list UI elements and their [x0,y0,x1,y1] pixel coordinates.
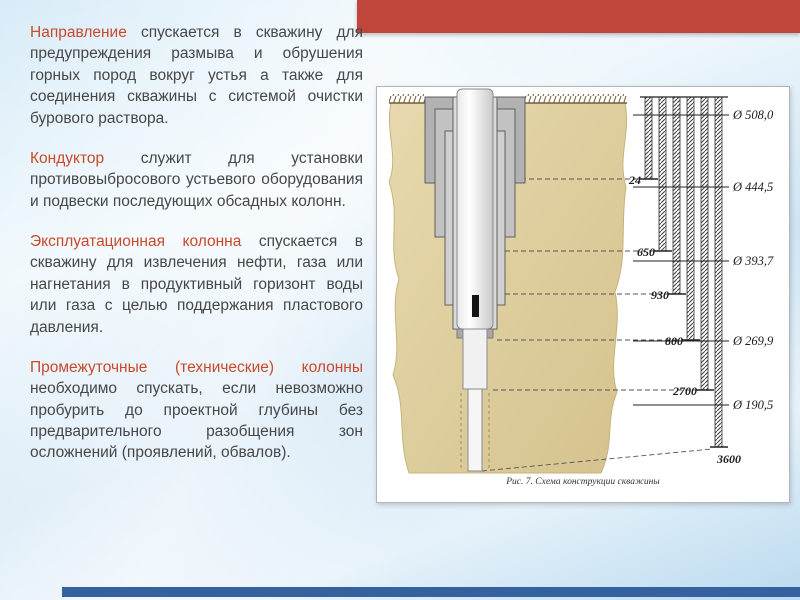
definitions-text-column: Направление спускается в скважину для пр… [30,22,363,483]
intermediate-stem [462,328,488,390]
casing-string-bars [640,96,728,448]
open-hole-walls [460,393,490,469]
production-column [456,88,494,330]
surface-hatch-left [389,94,425,103]
diameter-labels: Ø 508,0 Ø 444,5 Ø 393,7 Ø 269,9 Ø 190,5 [732,108,774,412]
figure-caption: Рис. 7. Схема конструкции скважины [506,477,660,487]
depth-label-3600: 3600 [716,452,741,466]
surface-hatch-right [525,94,627,103]
definition-konduktor: служит для установки противовыбросового … [30,149,363,210]
paragraph-konduktor: Кондуктор служит для установки противовы… [30,148,363,212]
well-construction-diagram: 24 650 930 800 2700 3600 Ø 508,0 Ø 444,5… [388,88,774,474]
depth-label-930: 930 [651,288,669,302]
casing-shoe-left [456,328,464,339]
column-port [472,295,479,317]
string-bar-393 [672,96,681,295]
diameter-label-508: Ø 508,0 [732,108,774,122]
string-bar-269 [686,96,695,341]
term-konduktor: Кондуктор [30,149,105,167]
paragraph-ekspluatacionnaya: Эксплуатационная колонна спускается в ск… [30,231,363,338]
diameter-label-444: Ø 444,5 [732,180,773,194]
string-bar-508 [644,96,653,180]
casing-shoe-right [486,328,494,339]
depth-label-2700: 2700 [672,384,697,398]
bottom-accent-bar [62,587,800,597]
term-promezhutochnye-kolonny: Промежуточные (технические) колонны [30,358,363,376]
string-bar-444 [658,96,667,252]
paragraph-promezhutochnye: Промежуточные (технические) колонны необ… [30,357,363,464]
definition-ekspluatacionnaya: спускается в скважину для извлечения неф… [30,233,363,336]
definition-napravlenie: спускается в скважину для предупреждения… [30,24,363,127]
paragraph-napravlenie: Направление спускается в скважину для пр… [30,22,363,129]
depth-label-800: 800 [665,334,683,348]
term-napravlenie: Направление [30,24,127,41]
string-bar-190 [700,96,709,391]
diameter-label-393: Ø 393,7 [732,254,774,268]
top-accent-bar [357,0,800,33]
well-diagram-figure: 24 650 930 800 2700 3600 Ø 508,0 Ø 444,5… [376,86,790,503]
depth-label-24: 24 [628,173,641,187]
term-ekspluatacionnaya-kolonna: Эксплуатационная колонна [30,233,242,250]
string-bar-bottom [714,96,723,448]
diameter-label-269: Ø 269,9 [732,334,774,348]
depth-label-650: 650 [637,245,655,259]
drill-stem [467,388,483,472]
diameter-leader-lines [633,114,729,406]
depth-labels: 24 650 930 800 2700 3600 [628,173,741,466]
diameter-label-190: Ø 190,5 [732,398,773,412]
definition-promezhutochnye: необходимо спускать, если невозможно про… [30,380,363,462]
